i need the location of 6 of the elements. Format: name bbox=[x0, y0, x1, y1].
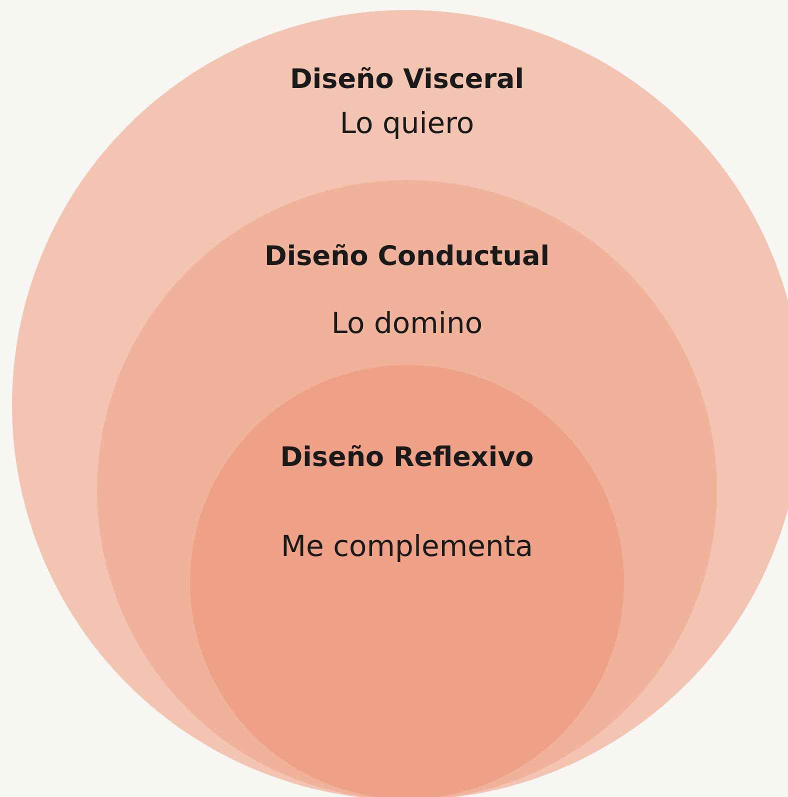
circle-heading: Diseño Visceral bbox=[290, 65, 524, 95]
circle-heading: Diseño Reflexivo bbox=[280, 443, 534, 473]
circle-subtitle: Me complementa bbox=[281, 531, 533, 563]
circle-subtitle: Lo domino bbox=[331, 308, 483, 340]
circle-subtitle: Lo quiero bbox=[340, 108, 474, 140]
circle-heading: Diseño Conductual bbox=[264, 242, 550, 272]
